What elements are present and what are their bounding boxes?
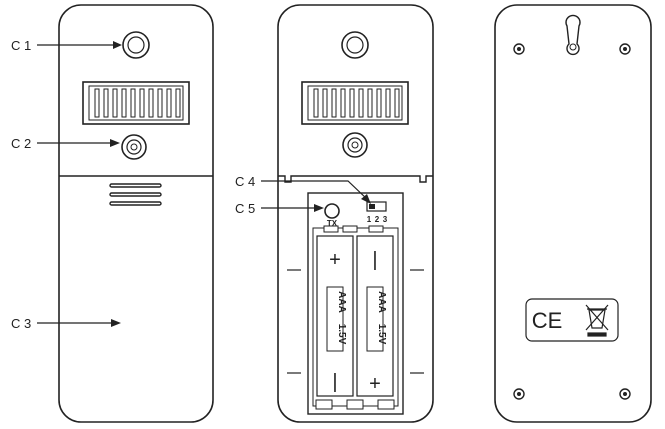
grip-ridges-icon [109,183,162,206]
device-back [494,4,652,423]
battery-right-bottom-sign: + [369,373,381,395]
tx-button-icon: TX [324,203,340,228]
callout-c3-label: C 3 [11,316,31,331]
switch-pos-3: 3 [383,215,388,224]
side-clip-marks [287,269,424,374]
callout-c2-label: C 2 [11,136,31,151]
battery-right-type: AAA [376,291,387,313]
callout-c5: C 5 [235,201,324,216]
channel-switch-icon: 1 2 3 [366,201,388,224]
switch-pos-2: 2 [375,215,380,224]
callout-c5-label: C 5 [235,201,255,216]
ce-mark-icon: CE [532,308,563,333]
callout-c4-label: C 4 [235,174,255,189]
weee-bin-icon [585,304,609,337]
middle-screw-icon [342,132,368,158]
top-screw-icon [341,31,369,59]
keyhole-mount-icon [565,14,581,56]
speaker-grille-icon [82,81,190,125]
battery-left-voltage: 1.5V [336,324,347,345]
battery-left-type: AAA [336,291,347,313]
screw-hole-icon [513,43,631,400]
tx-label: TX [327,219,338,228]
top-screw-icon [122,31,150,59]
switch-pos-1: 1 [367,215,372,224]
battery-left-icon: + | AAA 1.5V [316,235,354,397]
callout-c1-label: C 1 [11,38,31,53]
speaker-grille-icon [301,81,409,125]
middle-screw-icon [121,134,147,160]
panel-front-closed [58,4,214,423]
panel-back: CE [494,4,652,423]
battery-right-voltage: 1.5V [376,324,387,345]
panel-front-open: TX 1 2 3 + | AAA 1.5V | + AAA 1.5V [277,4,434,423]
device-body [58,4,214,423]
battery-right-icon: | + AAA 1.5V [356,235,394,397]
battery-left-top-sign: + [329,249,341,271]
callout-c4: C 4 [235,174,371,204]
battery-right-top-sign: | [372,249,377,271]
housing-step [278,175,433,183]
battery-left-bottom-sign: | [332,371,337,393]
callout-c3: C 3 [11,316,121,331]
callout-c1: C 1 [11,38,122,53]
callout-c2: C 2 [11,136,120,151]
